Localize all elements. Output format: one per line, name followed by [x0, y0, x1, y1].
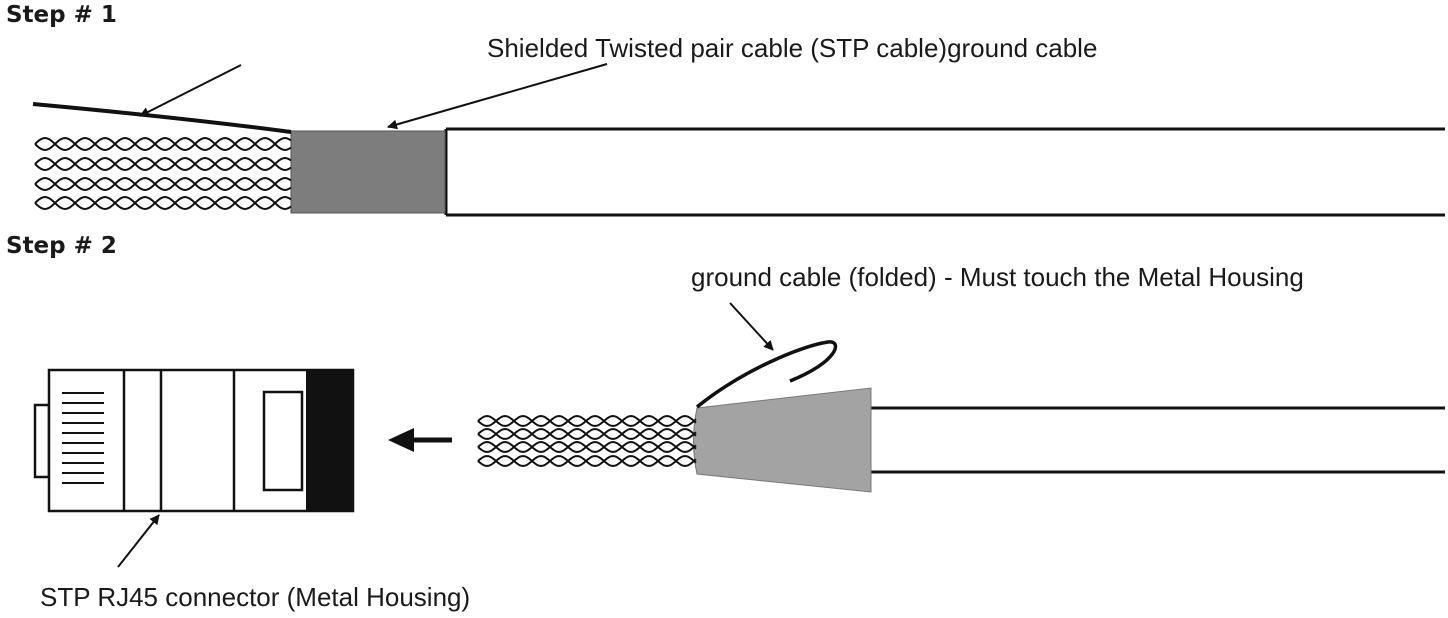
step1-shield-arrow	[387, 63, 608, 130]
connector-window	[262, 390, 304, 492]
connector-arrow	[117, 514, 160, 568]
wire-strand	[34, 176, 292, 192]
wire-strand	[477, 441, 697, 453]
step2-twisted-pairs	[477, 415, 697, 467]
label-ground-cable-folded: ground cable (folded) - Must touch the M…	[691, 262, 1304, 292]
rj45-connector	[33, 368, 355, 568]
connector-contact-lines	[62, 392, 104, 484]
step2-ground-arrow	[729, 302, 774, 351]
step2-folded-shield	[693, 387, 872, 493]
wire-strand	[34, 136, 292, 152]
wire-strand	[34, 195, 292, 211]
step1-outer-jacket	[444, 127, 1445, 217]
wire-strand	[34, 136, 292, 152]
step1-foil-shield	[290, 130, 446, 214]
step-1-heading: Step # 1	[6, 2, 117, 28]
connector-latch-tab	[33, 403, 51, 479]
wire-strand	[477, 455, 697, 467]
wire-strand	[34, 156, 292, 172]
wire-strand	[477, 415, 697, 427]
step1-cable	[32, 63, 1445, 217]
step2-cable	[388, 302, 1445, 493]
step2-ground-wire-folded	[695, 340, 838, 409]
wire-strand	[477, 428, 697, 440]
step-2-heading: Step # 2	[6, 233, 117, 259]
label-stp-cable: Shielded Twisted pair cable (STP cable)g…	[487, 33, 1098, 63]
arrow-left-icon	[388, 428, 452, 452]
wire-strand	[34, 195, 292, 211]
wire-strand	[34, 176, 292, 192]
wire-strand	[34, 156, 292, 172]
step1-twisted-pairs	[34, 136, 292, 211]
step2-outer-jacket	[871, 406, 1445, 474]
label-rj45-connector: STP RJ45 connector (Metal Housing)	[40, 582, 471, 612]
step1-ground-arrow	[139, 64, 242, 117]
step1-ground-wire	[32, 102, 292, 134]
connector-strain-boot	[306, 370, 353, 511]
